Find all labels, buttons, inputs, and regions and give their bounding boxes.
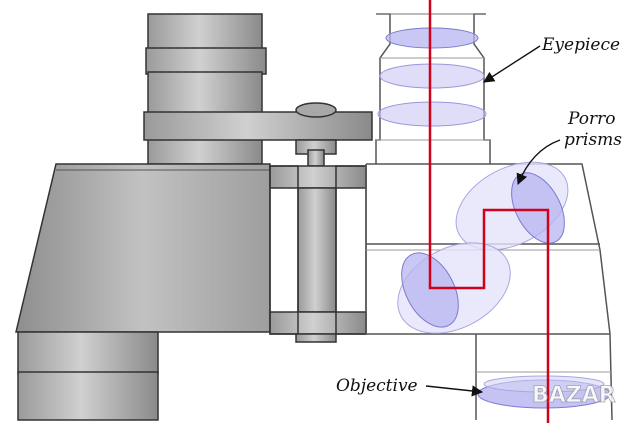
watermark-logo: BAZAR <box>532 383 616 408</box>
lower-prism-face <box>401 252 459 328</box>
hinge-shaft <box>297 187 337 313</box>
focus-knob <box>295 102 337 118</box>
objective-lenses <box>477 375 611 409</box>
porro-label-line2: prisms <box>564 130 622 150</box>
objective-label: Objective <box>336 376 418 396</box>
eyepiece-lens-3 <box>377 101 487 127</box>
left-objective-tube <box>17 331 159 375</box>
hinge-mechanism <box>143 102 373 343</box>
eyepiece-lens-1 <box>385 27 479 49</box>
porro-pointer <box>516 139 561 186</box>
porro-prisms <box>397 161 569 334</box>
left-barrel <box>15 13 271 421</box>
annotations: Eyepiece Porro prisms Objective <box>336 35 622 397</box>
hinge-upper-plate <box>269 165 367 189</box>
light-path <box>428 0 550 423</box>
eyepiece-label: Eyepiece <box>541 35 620 55</box>
objective-lens-back <box>483 375 605 393</box>
left-eyecup-ring <box>145 47 267 75</box>
bridge-arm <box>143 111 373 141</box>
objective-pointer <box>425 385 484 397</box>
eyepiece-lenses <box>377 27 487 127</box>
eyepiece-pointer <box>483 45 541 83</box>
hinge-lower-plate <box>269 311 367 335</box>
left-objective-ring <box>17 371 159 421</box>
eyepiece-lens-2 <box>379 63 485 89</box>
left-prism-housing <box>15 163 271 333</box>
right-housing-outline <box>365 163 611 335</box>
porro-label-line1: Porro <box>567 109 615 129</box>
left-eyecup <box>147 13 263 51</box>
right-objective-outline <box>475 333 613 421</box>
